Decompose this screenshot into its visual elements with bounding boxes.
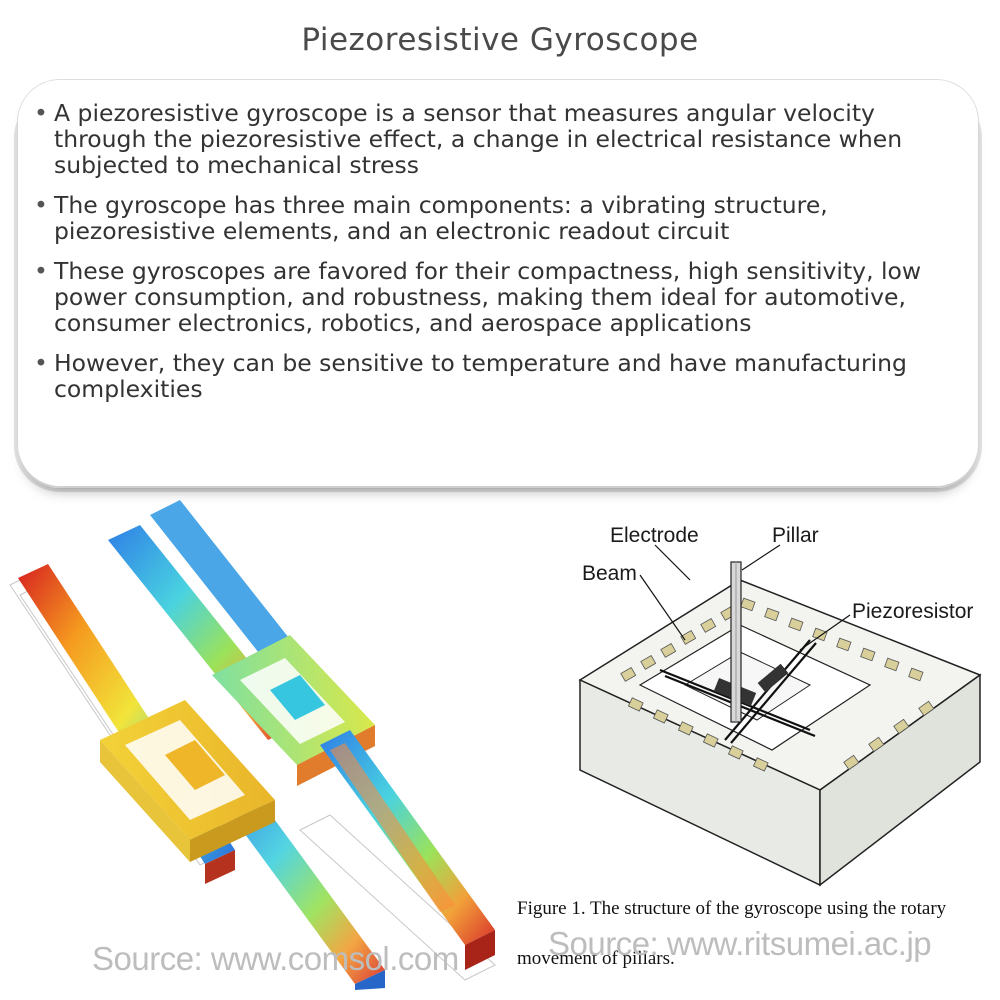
- electrode-pads: [620, 597, 935, 772]
- bullet-list: A piezoresistive gyroscope is a sensor t…: [32, 100, 972, 416]
- label-beam: Beam: [582, 562, 637, 585]
- right-source-credit: Source: www.ritsumei.ac.jp: [548, 925, 932, 962]
- label-pillar: Pillar: [772, 524, 819, 547]
- bullet-item: A piezoresistive gyroscope is a sensor t…: [32, 100, 972, 178]
- left-source-credit: Source: www.comsol.com: [92, 940, 459, 977]
- label-electrode: Electrode: [610, 524, 699, 547]
- simulation-figure: [9, 500, 496, 990]
- bullet-item: The gyroscope has three main components:…: [32, 192, 972, 244]
- page-title: Piezoresistive Gyroscope: [301, 22, 699, 58]
- label-piezoresistor: Piezoresistor: [852, 600, 973, 623]
- bullet-item: However, they can be sensitive to temper…: [32, 350, 972, 402]
- structure-diagram: Electrode Pillar Beam Piezoresistor: [578, 524, 982, 887]
- figure-caption-line-1: Figure 1. The structure of the gyroscope…: [517, 898, 947, 919]
- figure-caption-line-2: movement of pillars.: [517, 948, 675, 969]
- bullet-item: These gyroscopes are favored for their c…: [32, 258, 972, 336]
